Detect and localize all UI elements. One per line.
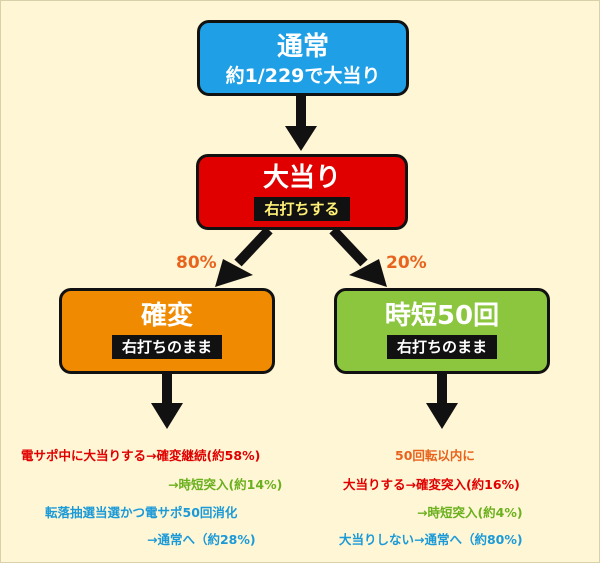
node-kakuhen: 確変 右打ちのまま [59, 288, 275, 374]
node-normal-sub: 約1/229で大当り [225, 65, 381, 87]
left-note-4: →通常へ（約28%) [147, 532, 256, 547]
arrow-kakuhen-down [151, 374, 183, 429]
left-note-1: 電サポ中に大当りする→確変継続(約58%) [21, 448, 261, 463]
node-normal-title: 通常 [276, 32, 329, 62]
arrow-jitan-down [426, 374, 458, 429]
node-jackpot-title: 大当り [262, 163, 341, 193]
node-jitan-plate: 右打ちのまま [386, 335, 497, 359]
left-note-3: 転落抽選当選かつ電サポ50回消化 [45, 505, 238, 520]
node-kakuhen-plate: 右打ちのまま [111, 335, 222, 359]
edge-label-left: 80% [176, 253, 217, 273]
right-note-1: 50回転以内に [395, 448, 475, 463]
node-jackpot: 大当り 右打ちする [196, 154, 408, 230]
right-note-2: 大当りする→確変突入(約16%) [343, 477, 520, 492]
arrow-normal-to-jackpot [285, 96, 317, 151]
node-jitan: 時短50回 右打ちのまま [334, 288, 550, 374]
arrow-jackpot-to-jitan [329, 226, 387, 287]
right-note-3: →時短突入(約4%) [417, 505, 523, 520]
right-note-4: 大当りしない→通常へ（約80%) [339, 532, 523, 547]
arrow-jackpot-to-kakuhen [215, 226, 273, 287]
node-jackpot-plate: 右打ちする [254, 197, 350, 221]
left-note-2: →時短突入(約14%) [168, 477, 283, 492]
node-jitan-title: 時短50回 [384, 301, 500, 331]
node-kakuhen-title: 確変 [140, 301, 193, 331]
node-normal: 通常 約1/229で大当り [197, 20, 409, 96]
edge-label-right: 20% [386, 253, 427, 273]
